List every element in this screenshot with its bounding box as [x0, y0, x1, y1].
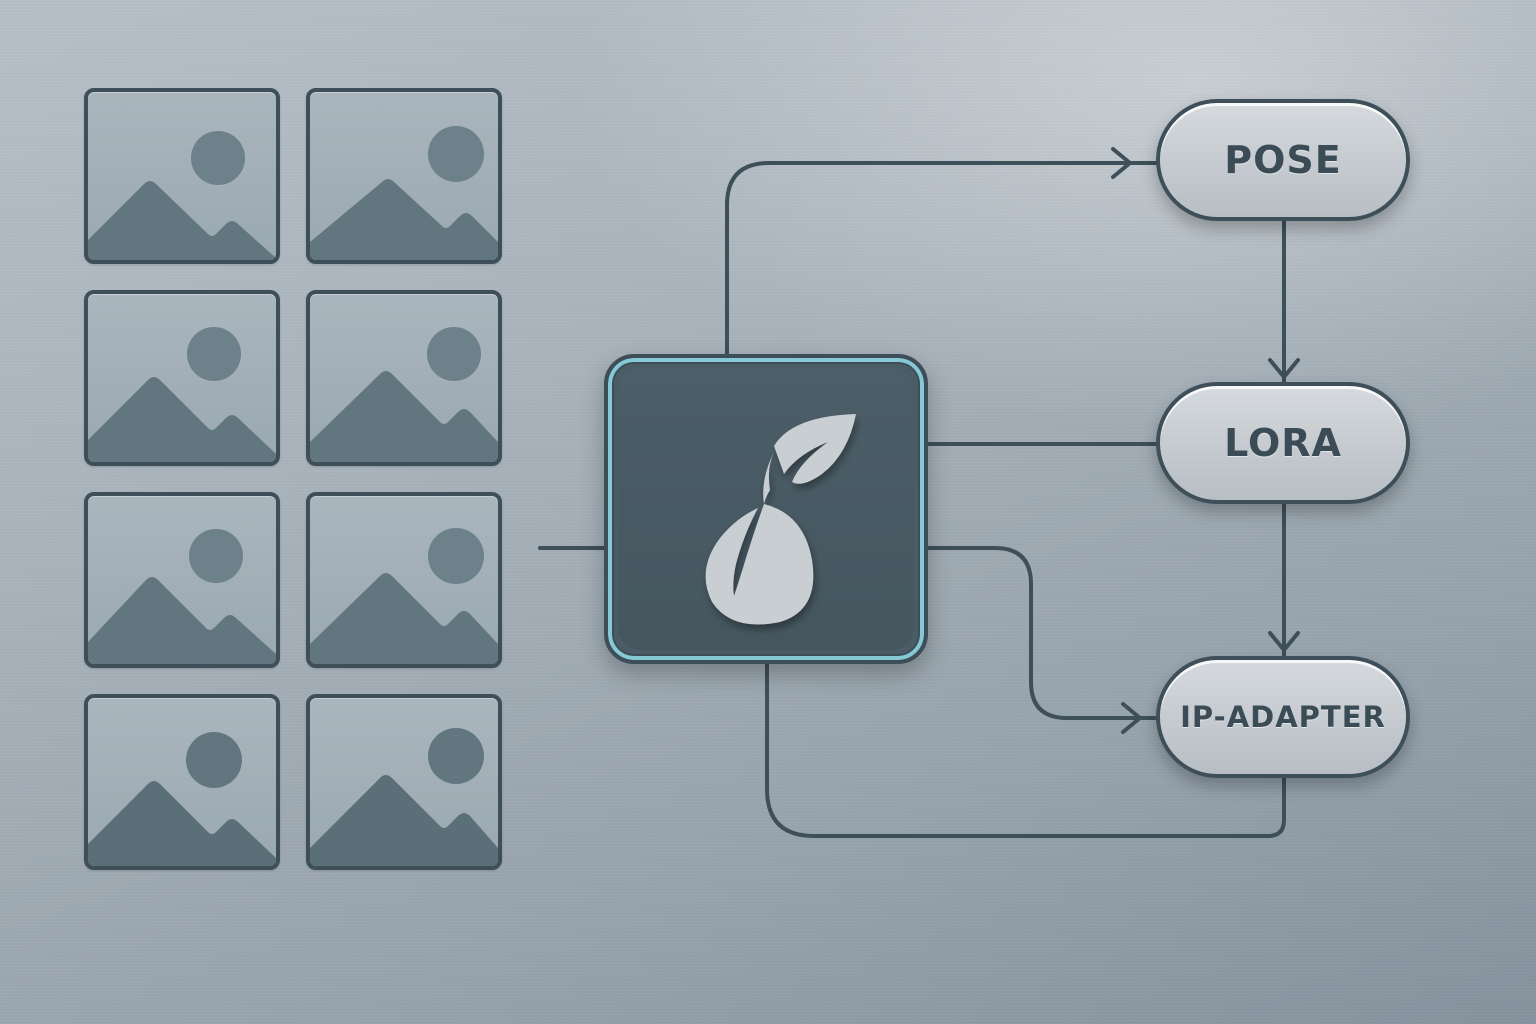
node-ip-adapter[interactable]: IP-ADAPTER — [1156, 656, 1410, 778]
image-placeholder-icon — [310, 728, 498, 866]
image-thumbnail[interactable] — [84, 290, 280, 466]
image-placeholder-icon — [88, 732, 276, 866]
image-placeholder-icon — [310, 528, 498, 664]
image-thumbnail[interactable] — [84, 694, 280, 870]
node-label: LORA — [1224, 421, 1342, 465]
image-thumbnail[interactable] — [84, 492, 280, 668]
edge-hub-to-pose — [725, 161, 1160, 356]
arrowhead-ip-adapter — [1121, 702, 1142, 734]
arrowhead-pose — [1111, 147, 1132, 179]
image-thumbnail[interactable] — [84, 88, 280, 264]
image-thumbnail[interactable] — [306, 694, 502, 870]
node-pose[interactable]: POSE — [1156, 99, 1410, 221]
image-thumbnail[interactable] — [306, 88, 502, 264]
image-thumbnail[interactable] — [306, 290, 502, 466]
node-label: IP-ADAPTER — [1180, 700, 1386, 734]
node-lora[interactable]: LORA — [1156, 382, 1410, 504]
edge-hub-to-ip-adapter — [926, 546, 1160, 720]
node-label: POSE — [1224, 138, 1342, 182]
arrowhead-lora — [1268, 358, 1300, 379]
image-placeholder-icon — [88, 529, 276, 664]
central-hub-node[interactable] — [604, 354, 928, 664]
image-placeholder-icon — [310, 327, 498, 462]
image-placeholder-icon — [88, 327, 276, 462]
edge-ip-adapter-to-hub — [765, 662, 1286, 838]
image-placeholder-icon — [310, 126, 498, 260]
image-placeholder-icon — [88, 131, 276, 260]
seedling-sprout-icon — [705, 414, 856, 625]
arrowhead-ip-adapter-top — [1268, 631, 1300, 652]
image-thumbnail[interactable] — [306, 492, 502, 668]
